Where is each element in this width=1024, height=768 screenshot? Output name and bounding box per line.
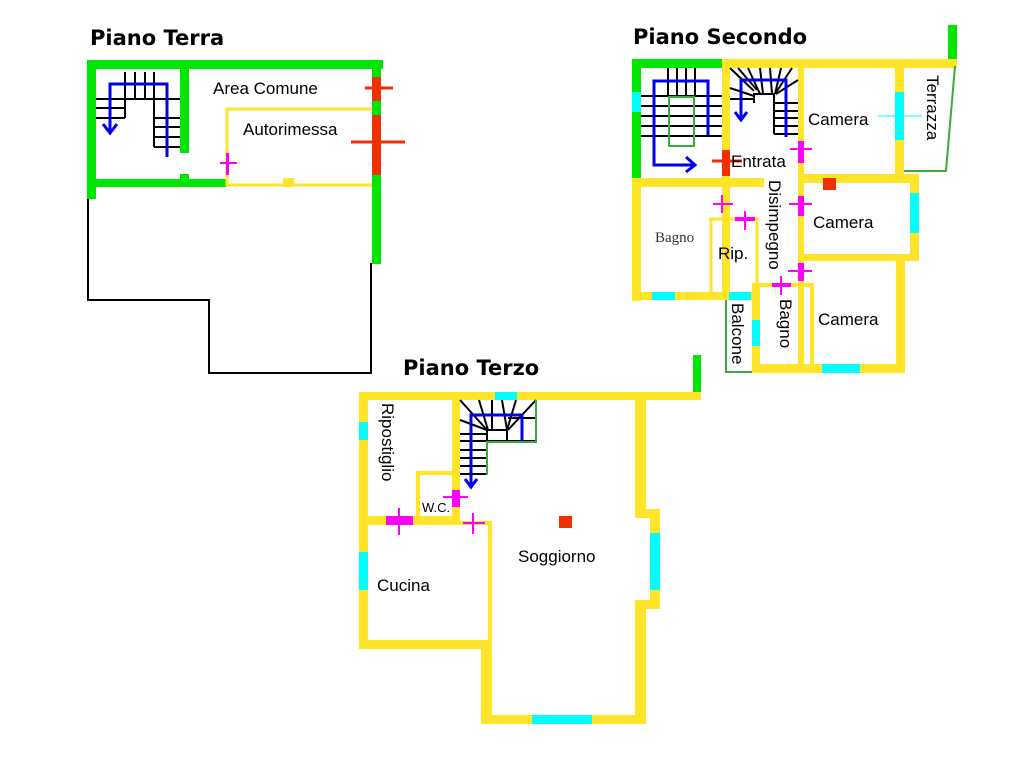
- wall: [632, 59, 723, 68]
- wall: [635, 600, 646, 724]
- window: [822, 364, 860, 373]
- window: [632, 92, 641, 112]
- wall: [359, 392, 701, 400]
- window: [752, 320, 760, 346]
- room-label: Disimpegno: [765, 180, 784, 270]
- doors: [386, 490, 485, 535]
- terrace-outline: [904, 65, 956, 172]
- room-label: Entrata: [731, 152, 786, 171]
- wall: [632, 178, 764, 187]
- room-label: Camera: [813, 213, 874, 232]
- stairwell: [486, 400, 537, 475]
- room-label: Terrazza: [923, 75, 942, 141]
- wall: [635, 600, 660, 609]
- floor-title: Piano Terra: [90, 26, 224, 50]
- window: [650, 533, 660, 590]
- wall: [800, 174, 919, 183]
- floor-piano-terra: Piano Terra Area Comune: [87, 26, 405, 374]
- room-label: Bagno: [776, 299, 795, 348]
- wall: [180, 174, 189, 182]
- room-label: Bagno: [655, 230, 694, 246]
- wall: [635, 509, 660, 518]
- window: [652, 292, 675, 300]
- stairs-direction: [469, 413, 524, 486]
- room-label: Balcone: [728, 303, 747, 364]
- window: [532, 715, 592, 724]
- wall: [632, 178, 641, 301]
- room-label: Ripostiglio: [378, 403, 397, 481]
- wall: [722, 59, 957, 68]
- floor-title: Piano Terzo: [403, 356, 539, 380]
- room-label: Autorimessa: [243, 120, 338, 139]
- wall: [481, 640, 492, 724]
- room-label: Cucina: [377, 576, 430, 595]
- kitchen-outline: [460, 521, 492, 642]
- entrance-marker: [722, 150, 730, 176]
- stairs-direction: [739, 78, 788, 137]
- building-outline: [87, 198, 372, 374]
- window: [495, 392, 517, 400]
- stairs: [96, 72, 180, 157]
- wall: [368, 516, 460, 525]
- wc-outline: [416, 471, 454, 517]
- wall: [896, 256, 905, 373]
- storage-outline: [709, 217, 759, 296]
- stairs-direction: [108, 82, 169, 157]
- wall: [87, 60, 383, 69]
- wall: [635, 400, 646, 510]
- entrance-marker: [372, 115, 381, 175]
- stairs-direction: [652, 79, 710, 167]
- room-label: Camera: [818, 310, 879, 329]
- wall: [810, 283, 814, 367]
- room-label: Camera: [808, 110, 869, 129]
- floor-title: Piano Secondo: [633, 25, 807, 49]
- entrance-marker: [823, 178, 836, 190]
- window: [359, 422, 368, 440]
- doors: [713, 141, 812, 295]
- stairs: [641, 68, 722, 174]
- arrow-down-icon: [463, 478, 479, 490]
- wall: [359, 640, 492, 649]
- wall: [948, 25, 957, 60]
- garage-outline: [225, 107, 372, 187]
- wall: [452, 400, 460, 525]
- balcony-outline: [725, 300, 752, 373]
- arrow-down-icon: [733, 111, 749, 123]
- wall: [283, 178, 294, 187]
- stairwell: [668, 96, 695, 147]
- wall: [359, 392, 368, 649]
- arrow-right-icon: [685, 155, 698, 174]
- wall: [180, 68, 189, 153]
- window: [729, 292, 751, 300]
- window: [910, 193, 919, 233]
- stairs: [729, 67, 799, 137]
- wall: [632, 292, 757, 300]
- wall: [800, 254, 919, 261]
- window: [359, 552, 368, 590]
- wall: [693, 355, 701, 393]
- wall: [87, 60, 96, 199]
- entrance-marker: [559, 516, 572, 528]
- room-label: Area Comune: [213, 79, 318, 98]
- room-label: W.C.: [422, 500, 450, 515]
- arrow-down-icon: [101, 123, 119, 136]
- floor-piano-secondo: Piano Secondo: [632, 25, 957, 373]
- room-label: Rip.: [718, 244, 748, 263]
- wall: [632, 59, 641, 179]
- room-label: Soggiorno: [518, 547, 596, 566]
- floor-piano-terzo: Piano Terzo: [359, 355, 701, 724]
- wall: [87, 179, 227, 187]
- stairs: [459, 399, 537, 490]
